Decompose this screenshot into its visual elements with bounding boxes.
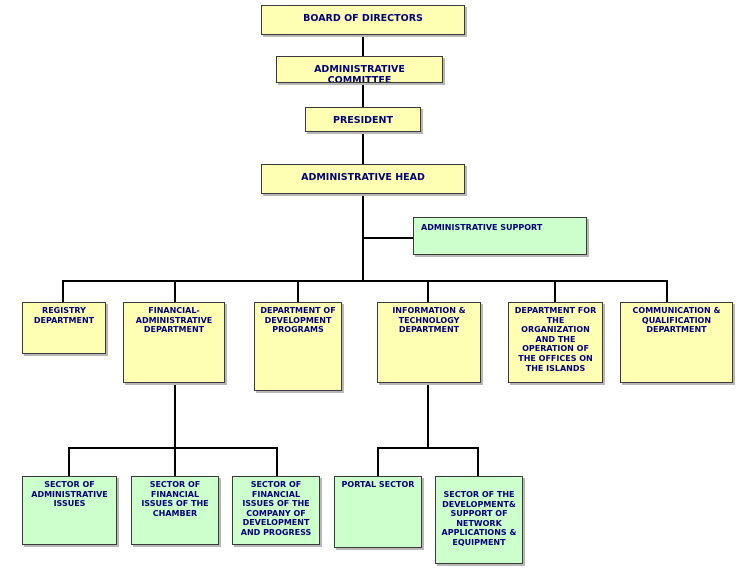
portal-sector-box: PORTAL SECTOR bbox=[334, 476, 422, 548]
company-financial-sector-box: SECTOR OF FINANCIAL ISSUES OF THE COMPAN… bbox=[232, 476, 320, 545]
connector-to-admin-support bbox=[362, 237, 414, 239]
connector-financial-down bbox=[174, 382, 176, 449]
network-support-sector-box: SECTOR OF THE DEVELOPMENT& SUPPORT OF NE… bbox=[435, 476, 523, 564]
drop-chamber bbox=[174, 447, 176, 477]
chamber-financial-sector-box: SECTOR OF FINANCIAL ISSUES OF THE CHAMBE… bbox=[131, 476, 219, 545]
financial-administrative-department-box: FINANCIAL-ADMINISTRATIVE DEPARTMENT bbox=[123, 302, 225, 383]
islands-offices-department-box: DEPARTMENT FOR THE ORGANIZATION AND THE … bbox=[508, 302, 603, 383]
information-technology-department-box: INFORMATION & TECHNOLOGY DEPARTMENT bbox=[377, 302, 481, 383]
president-box: PRESIDENT bbox=[305, 107, 421, 132]
drop-portal bbox=[377, 447, 379, 477]
drop-company bbox=[276, 447, 278, 477]
drop-financial bbox=[174, 280, 176, 303]
development-programs-department-box: DEPARTMENT OF DEVELOPMENT PROGRAMS bbox=[254, 302, 342, 391]
department-bus bbox=[62, 280, 668, 282]
administrative-committee-box: ADMINISTRATIVE COMMITTEE bbox=[276, 56, 443, 83]
drop-it bbox=[427, 280, 429, 303]
connector-president-to-head bbox=[362, 131, 364, 165]
drop-admin-issues bbox=[68, 447, 70, 477]
drop-network bbox=[477, 447, 479, 477]
board-of-directors-box: BOARD OF DIRECTORS bbox=[261, 5, 465, 35]
drop-islands bbox=[554, 280, 556, 303]
administrative-support-box: ADMINISTRATIVE SUPPORT bbox=[413, 217, 587, 255]
drop-registry bbox=[62, 280, 64, 303]
connector-it-down bbox=[427, 382, 429, 449]
administrative-head-box: ADMINISTRATIVE HEAD bbox=[261, 164, 465, 194]
connector-board-to-committee bbox=[362, 34, 364, 57]
administrative-issues-sector-box: SECTOR OF ADMINISTRATIVE ISSUES bbox=[22, 476, 117, 545]
communication-qualification-department-box: COMMUNICATION & QUALIFICATION DEPARTMENT bbox=[620, 302, 733, 383]
connector-committee-to-president bbox=[362, 82, 364, 108]
drop-development bbox=[297, 280, 299, 303]
registry-department-box: REGISTRY DEPARTMENT bbox=[22, 302, 106, 354]
it-sector-bus bbox=[377, 447, 479, 449]
drop-communication bbox=[666, 280, 668, 303]
financial-sector-bus bbox=[68, 447, 278, 449]
